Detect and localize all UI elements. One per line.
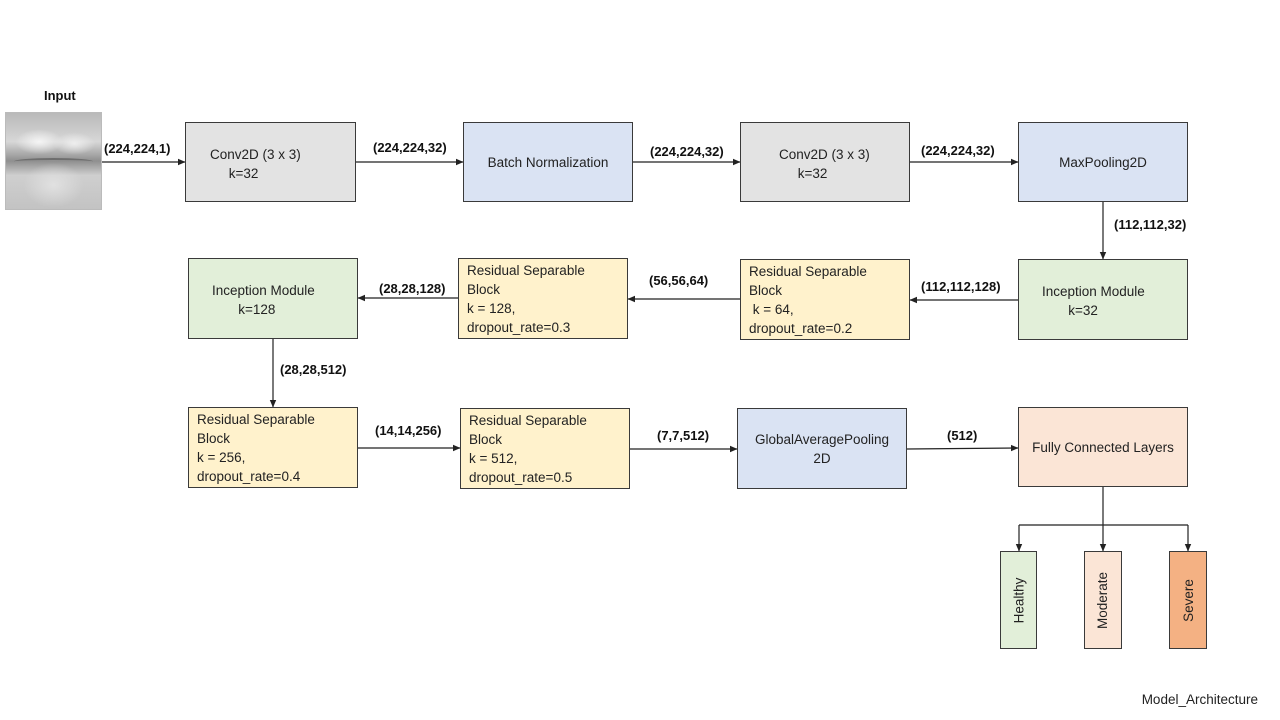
footer-caption: Model_Architecture <box>1141 692 1258 707</box>
fully-connected-text: Fully Connected Layers <box>1032 439 1174 455</box>
residual-block-256-text: Residual Separable Block k = 256, dropou… <box>197 412 315 484</box>
inception-module-box-1: Inception Module k=32 <box>1018 259 1188 340</box>
residual-block-128: Residual Separable Block k = 128, dropou… <box>458 258 628 339</box>
output-moderate-box: Moderate <box>1084 551 1122 649</box>
global-average-pooling-box: GlobalAveragePooling 2D <box>737 408 907 489</box>
output-severe-box: Severe <box>1169 551 1207 649</box>
conv2d-box-2-text: Conv2D (3 x 3) k=32 <box>779 147 870 181</box>
conv2d-box-1: Conv2D (3 x 3) k=32 <box>185 122 356 202</box>
shape-label-res256-res512: (14,14,256) <box>375 423 442 438</box>
shape-label-conv1-bn: (224,224,32) <box>373 140 447 155</box>
fully-connected-box: Fully Connected Layers <box>1018 407 1188 487</box>
input-label: Input <box>44 88 76 103</box>
batch-normalization-box: Batch Normalization <box>463 122 633 202</box>
arrow-gap-fc <box>906 444 1019 452</box>
shape-label-maxpool-inc1: (112,112,32) <box>1114 217 1187 232</box>
residual-block-512-text: Residual Separable Block k = 512, dropou… <box>469 413 587 485</box>
inception-module-1-text: Inception Module k=32 <box>1042 284 1145 318</box>
shape-label-gap-fc: (512) <box>947 428 978 443</box>
shape-label-res512-gap: (7,7,512) <box>657 428 710 443</box>
output-healthy-box: Healthy <box>1000 551 1037 649</box>
shape-label-conv2-maxpool: (224,224,32) <box>921 143 995 158</box>
output-severe-label: Severe <box>1180 578 1196 622</box>
shape-label-res64-res128: (56,56,64) <box>649 273 709 288</box>
global-average-pooling-text: GlobalAveragePooling 2D <box>754 431 890 466</box>
residual-block-64-text: Residual Separable Block k = 64, dropout… <box>749 264 867 336</box>
shape-label-bn-conv2: (224,224,32) <box>650 144 724 159</box>
shape-label-inc2-res256: (28,28,512) <box>280 362 347 377</box>
conv2d-box-2: Conv2D (3 x 3) k=32 <box>740 122 910 202</box>
inception-module-2-text: Inception Module k=128 <box>212 283 315 317</box>
output-moderate-label: Moderate <box>1095 571 1111 629</box>
maxpooling2d-box: MaxPooling2D <box>1018 122 1188 202</box>
maxpooling2d-text: MaxPooling2D <box>1059 154 1147 170</box>
residual-block-512: Residual Separable Block k = 512, dropou… <box>460 408 630 489</box>
knee-xray-image <box>5 112 102 210</box>
conv2d-box-1-text: Conv2D (3 x 3) k=32 <box>210 147 301 181</box>
inception-module-box-2: Inception Module k=128 <box>188 258 358 339</box>
shape-label-inc1-res64: (112,112,128) <box>921 279 1001 294</box>
residual-block-256: Residual Separable Block k = 256, dropou… <box>188 407 358 488</box>
shape-label-res128-inc2: (28,28,128) <box>379 281 446 296</box>
batch-normalization-text: Batch Normalization <box>487 154 609 170</box>
shape-label-input-conv1: (224,224,1) <box>104 141 171 156</box>
output-healthy-label: Healthy <box>1011 577 1026 623</box>
residual-block-128-text: Residual Separable Block k = 128, dropou… <box>467 263 585 335</box>
residual-block-64: Residual Separable Block k = 64, dropout… <box>740 259 910 340</box>
